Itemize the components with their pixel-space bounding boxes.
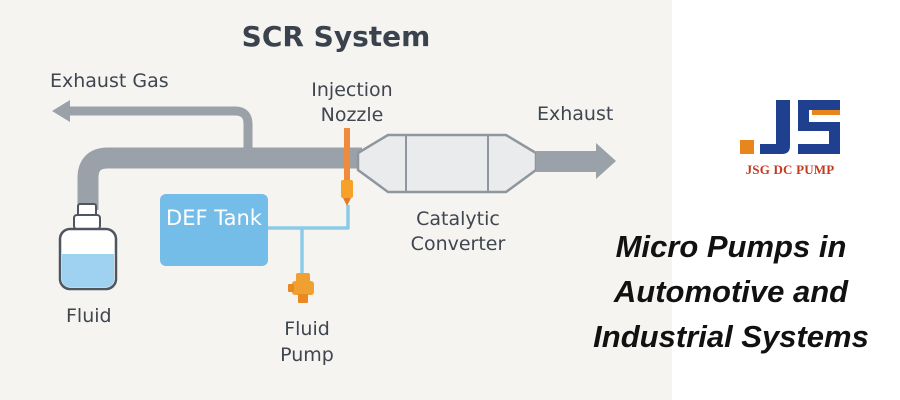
exhaust-label: Exhaust xyxy=(537,103,614,125)
exhaust-gas-arrow xyxy=(52,100,253,155)
brand-logo: JSG DC PUMP xyxy=(730,96,850,186)
headline-line: Micro Pumps in xyxy=(615,229,847,264)
injection-nozzle-icon xyxy=(341,128,353,206)
brand-name: JSG DC PUMP xyxy=(745,162,835,177)
def-tank xyxy=(160,194,268,266)
fluid-bottle xyxy=(58,203,118,291)
js-logo-icon xyxy=(740,100,840,154)
def-tank-label: DEF Tank xyxy=(166,206,262,230)
scr-diagram-graphic xyxy=(52,100,616,303)
injection-nozzle-label: Injection Nozzle xyxy=(311,79,393,126)
catalytic-converter xyxy=(356,133,538,194)
exhaust-outlet-arrow xyxy=(536,143,616,179)
headline: Micro Pumps in Automotive and Industrial… xyxy=(572,224,890,359)
catalytic-converter-label: Catalytic Converter xyxy=(410,208,506,255)
fluid-label: Fluid xyxy=(66,305,112,327)
exhaust-pipe xyxy=(77,147,362,210)
headline-line: Automotive and xyxy=(613,274,849,309)
fluid-pump-icon xyxy=(288,273,314,303)
fluid-line xyxy=(266,205,350,280)
scr-diagram-panel: SCR System Exhaust Gas Injection Nozzle … xyxy=(0,0,672,400)
diagram-title: SCR System xyxy=(241,20,431,53)
fluid-pump-label: Fluid Pump xyxy=(280,318,334,366)
exhaust-gas-label: Exhaust Gas xyxy=(50,70,169,92)
headline-line: Industrial Systems xyxy=(593,319,869,354)
